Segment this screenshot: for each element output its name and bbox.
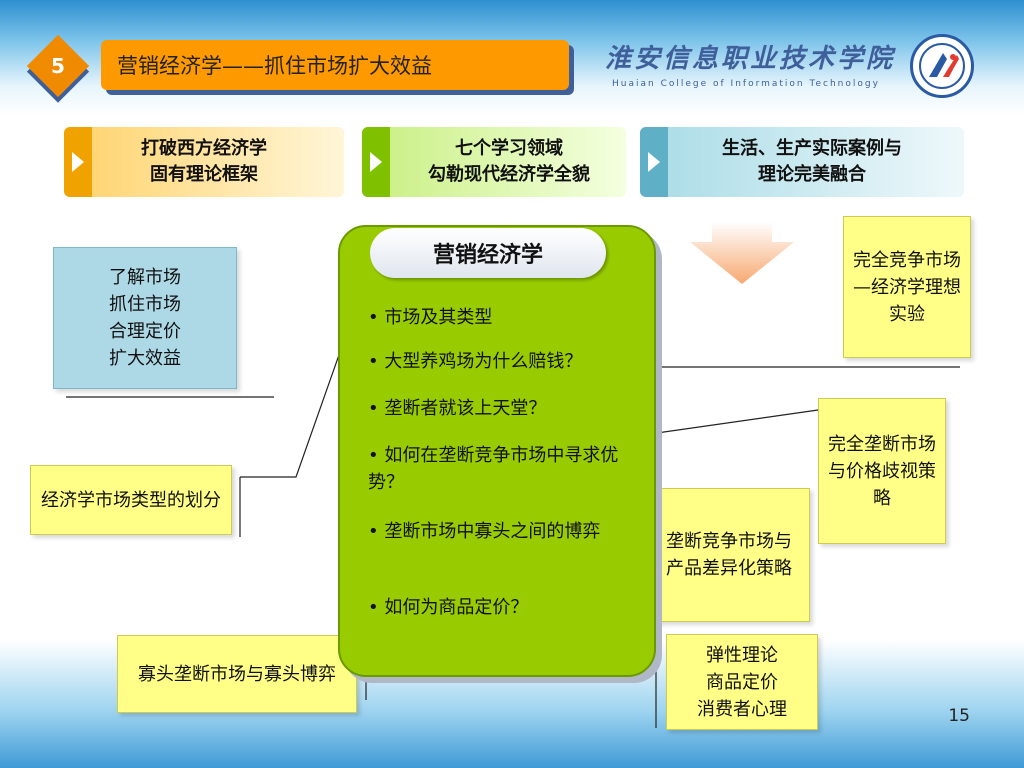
note-perfect-competition-text: 完全竞争市场—经济学理想实验: [853, 249, 961, 325]
topic-item[interactable]: • 市场及其类型: [368, 307, 493, 328]
topic-item[interactable]: • 垄断市场中寡头之间的博弈: [368, 521, 601, 542]
tab-label-line2: 理论完美融合: [758, 164, 866, 185]
down-arrow-icon: [690, 222, 794, 284]
tab-label-line2: 固有理论框架: [150, 164, 258, 185]
emblem-graphic: [919, 43, 965, 89]
tab-real-cases[interactable]: 生活、生产实际案例与 理论完美融合: [640, 127, 964, 197]
elasticity-line: 弹性理论: [706, 644, 778, 666]
note-perfect-monopoly-text: 完全垄断市场与价格歧视策略: [828, 433, 936, 509]
tab-label-line1: 打破西方经济学: [141, 138, 267, 159]
tab-break-western-theory[interactable]: 打破西方经济学 固有理论框架: [64, 127, 344, 197]
goal-line: 抓住市场: [109, 294, 181, 315]
goal-line: 了解市场: [109, 267, 181, 288]
school-emblem-icon: [910, 34, 974, 98]
note-market-types: 经济学市场类型的划分: [30, 465, 232, 535]
note-oligopoly-text: 寡头垄断市场与寡头博弈: [138, 663, 336, 685]
section-number: 5: [51, 54, 65, 78]
topic-item[interactable]: • 如何为商品定价？: [368, 597, 529, 618]
tab-arrow-icon: [640, 127, 668, 197]
tab-label-line1: 生活、生产实际案例与: [722, 138, 902, 159]
note-market-goals: 了解市场 抓住市场 合理定价 扩大效益: [53, 247, 237, 389]
core-topic-title: 营销经济学: [370, 228, 606, 278]
note-perfect-competition: 完全竞争市场—经济学理想实验: [843, 216, 971, 358]
note-market-types-text: 经济学市场类型的划分: [41, 489, 221, 511]
note-market-goals-text: 了解市场 抓住市场 合理定价 扩大效益: [109, 264, 181, 372]
goal-line: 合理定价: [109, 321, 181, 342]
tab-label-line2: 勾勒现代经济学全貌: [428, 164, 590, 185]
topic-item[interactable]: • 大型养鸡场为什么赔钱？: [368, 351, 583, 372]
note-monopolistic-competition: 垄断竞争市场与产品差异化策略: [648, 488, 810, 622]
goal-line: 扩大效益: [109, 348, 181, 369]
tab-label: 生活、生产实际案例与 理论完美融合: [702, 136, 902, 188]
tab-label-line1: 七个学习领域: [455, 138, 563, 159]
slide-title: 营销经济学——抓住市场扩大效益: [101, 40, 569, 90]
core-topic-title-text: 营销经济学: [432, 243, 543, 268]
elasticity-line: 消费者心理: [697, 698, 787, 720]
tab-label: 七个学习领域 勾勒现代经济学全貌: [398, 136, 590, 188]
elasticity-line: 商品定价: [706, 671, 778, 693]
note-elasticity-text: 弹性理论 商品定价 消费者心理: [697, 642, 787, 723]
tab-arrow-icon: [64, 127, 92, 197]
school-logo-text: 淮安信息职业技术学院: [605, 44, 896, 74]
note-elasticity: 弹性理论 商品定价 消费者心理: [666, 634, 818, 730]
slide-title-text: 营销经济学——抓住市场扩大效益: [117, 54, 432, 78]
topic-item[interactable]: • 如何在垄断竞争市场中寻求优势？: [368, 445, 619, 493]
page-number: 15: [948, 706, 970, 726]
topic-item[interactable]: • 垄断者就该上天堂？: [368, 398, 547, 419]
note-perfect-monopoly: 完全垄断市场与价格歧视策略: [818, 398, 946, 544]
note-monopolistic-competition-text: 垄断竞争市场与产品差异化策略: [666, 531, 792, 579]
tab-seven-learning-areas[interactable]: 七个学习领域 勾勒现代经济学全貌: [362, 127, 626, 197]
note-oligopoly: 寡头垄断市场与寡头博弈: [117, 635, 357, 713]
tab-arrow-icon: [362, 127, 390, 197]
school-logo-english: Huaian College of Information Technology: [612, 79, 880, 89]
core-topic-panel: [338, 225, 656, 677]
tab-label: 打破西方经济学 固有理论框架: [141, 136, 267, 188]
